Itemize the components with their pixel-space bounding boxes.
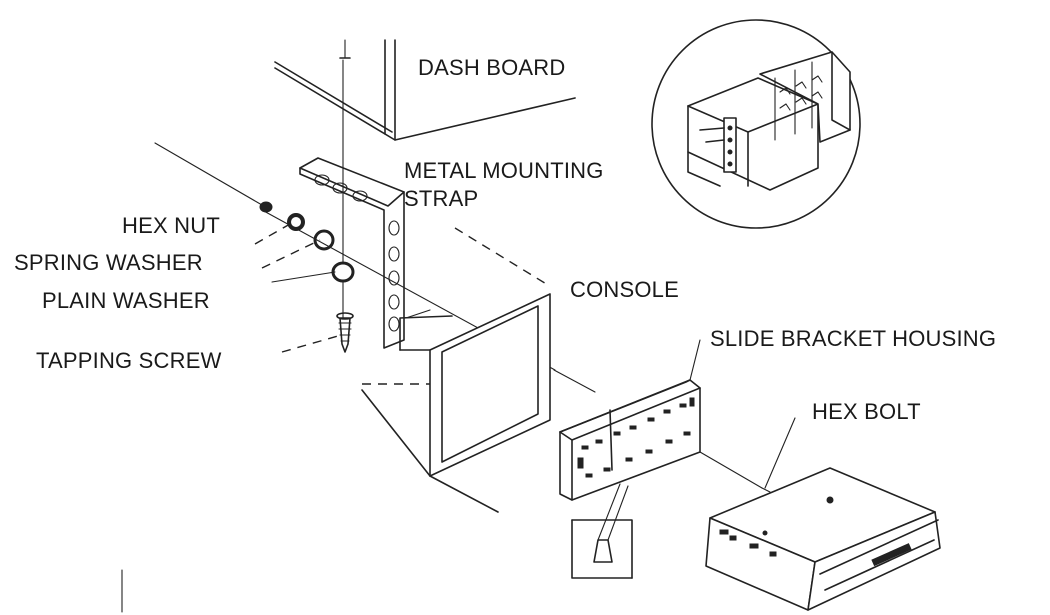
head-unit-part: [705, 467, 941, 611]
tapping-screw-part: [336, 312, 354, 353]
label-metal-mounting-strap-line2: STRAP: [404, 186, 478, 211]
label-dash-board: DASH BOARD: [418, 55, 565, 80]
dash-board-part: [274, 39, 576, 141]
label-plain-washer: PLAIN WASHER: [42, 288, 210, 313]
label-slide-bracket-housing: SLIDE BRACKET HOUSING: [710, 326, 996, 351]
label-console: CONSOLE: [570, 277, 679, 302]
slide-bracket-housing-part: [559, 379, 701, 541]
console-part: [361, 227, 551, 513]
metal-mounting-strap-part: [299, 59, 405, 349]
label-spring-washer: SPRING WASHER: [14, 250, 203, 275]
label-metal-mounting-strap-line1: METAL MOUNTING: [404, 158, 604, 183]
label-tapping-screw: TAPPING SCREW: [36, 348, 222, 373]
label-hex-nut: HEX NUT: [122, 213, 220, 238]
small-tool-detail: [571, 519, 633, 579]
label-hex-bolt: HEX BOLT: [812, 399, 921, 424]
hex-nut-part: [154, 142, 273, 213]
zoom-detail-circle: [651, 19, 861, 229]
spring-washer-part: [287, 213, 305, 231]
